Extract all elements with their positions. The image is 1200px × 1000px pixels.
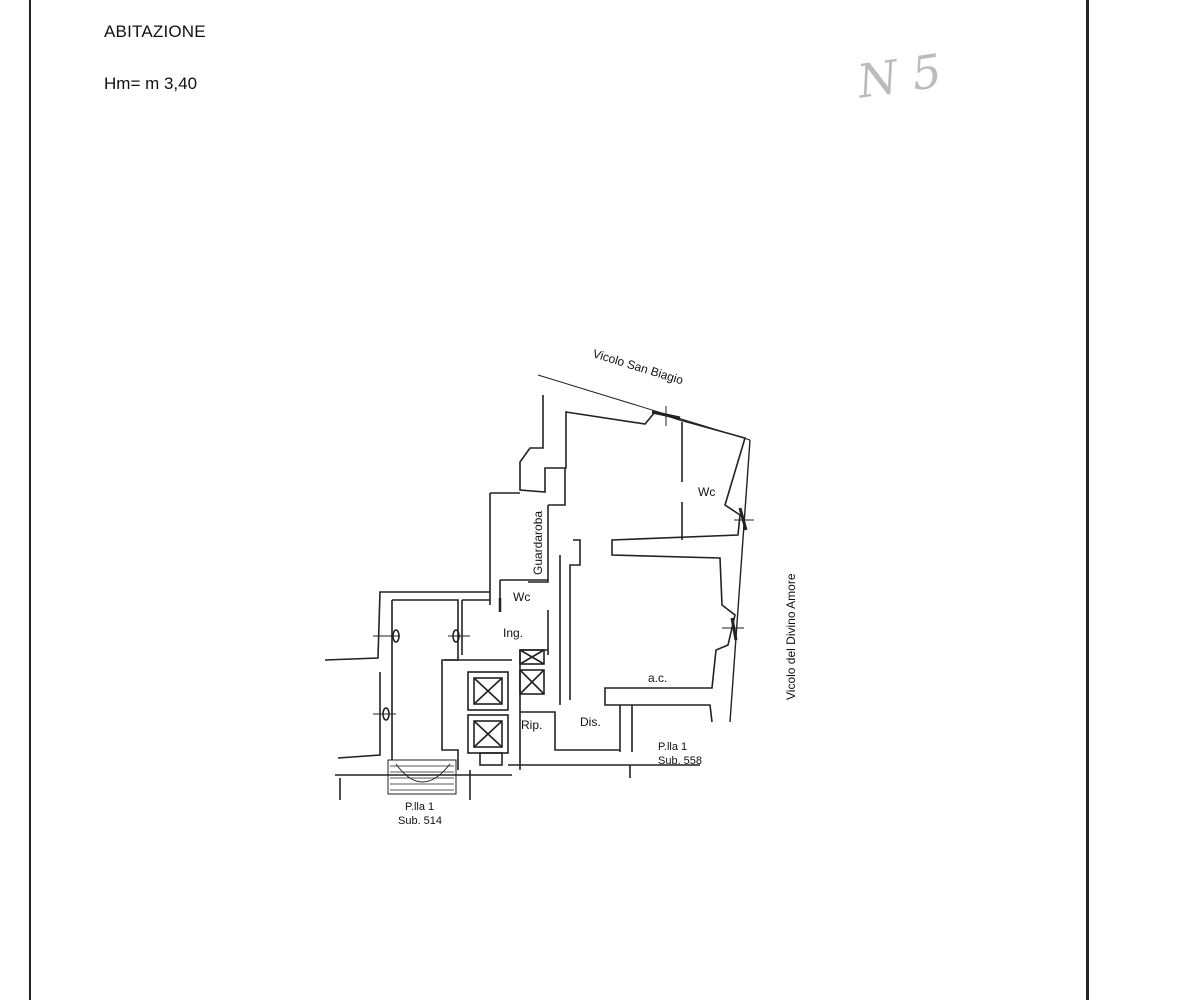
street-north-label: Vicolo San Biagio — [591, 346, 685, 387]
handwritten-number: N 5 — [853, 43, 945, 108]
room-disimpegno: Dis. — [580, 715, 601, 729]
parcel-558-line1: P.lla 1 — [658, 741, 687, 753]
room-ac: a.c. — [648, 671, 667, 685]
parcel-558-line2: Sub. 558 — [658, 755, 702, 767]
walls — [324, 374, 754, 800]
room-guardaroba: Guardaroba — [531, 511, 545, 575]
street-east-label: Vicolo del Divino Amore — [784, 573, 798, 700]
parcel-514-line2: Sub. 514 — [398, 815, 442, 827]
room-ripostiglio: Rip. — [521, 718, 542, 732]
room-wc-upper: Wc — [698, 485, 715, 499]
frame-right-border — [1086, 0, 1089, 1000]
drawing-title: ABITAZIONE — [104, 22, 206, 41]
parcel-514-line1: P.lla 1 — [405, 801, 434, 813]
room-ingresso: Ing. — [503, 626, 523, 640]
frame-left-border — [29, 0, 31, 1000]
ceiling-height: Hm= m 3,40 — [104, 74, 198, 93]
room-wc-lower: Wc — [513, 590, 530, 604]
